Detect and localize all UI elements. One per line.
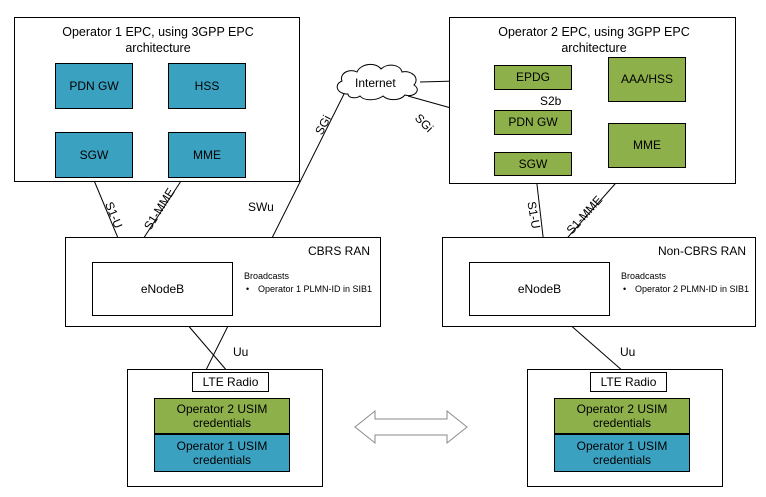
ue-right-lte-radio[interactable]: LTE Radio — [590, 372, 667, 392]
operator1-epc-title: Operator 1 EPC, using 3GPP EPC architect… — [62, 25, 254, 56]
cbrs-ran-title: CBRS RAN — [307, 244, 370, 258]
op1-pdn-gw[interactable]: PDN GW — [55, 63, 133, 109]
ue-right-usim-op2[interactable]: Operator 2 USIM credentials — [554, 398, 690, 434]
ue-right-usim-op1[interactable]: Operator 1 USIM credentials — [554, 434, 690, 472]
op1-mme[interactable]: MME — [168, 132, 246, 178]
op2-pdn-gw[interactable]: PDN GW — [494, 110, 572, 135]
internet-cloud-icon — [336, 64, 418, 101]
s2b-label: S2b — [540, 94, 562, 108]
cbrs-plmn-text: Operator 1 PLMN-ID in SIB1 — [258, 284, 373, 294]
uu-left-label: Uu — [233, 345, 249, 359]
op1-sgw[interactable]: SGW — [55, 132, 133, 178]
non-cbrs-ran-title: Non-CBRS RAN — [657, 244, 746, 258]
ue-left-usim-op2[interactable]: Operator 2 USIM credentials — [154, 398, 290, 434]
cbrs-broadcasts-label: Broadcasts — [244, 271, 290, 281]
op2-sgw[interactable]: SGW — [494, 152, 572, 176]
ue-left-lte-radio[interactable]: LTE Radio — [192, 372, 269, 392]
op1-hss[interactable]: HSS — [168, 63, 246, 109]
swu-label: SWu — [248, 200, 274, 214]
ue-left-usim-op1[interactable]: Operator 1 USIM credentials — [154, 434, 290, 472]
non-cbrs-enodeb[interactable]: eNodeB — [469, 262, 610, 316]
internet-label: Internet — [355, 76, 396, 90]
non-cbrs-plmn-text: Operator 2 PLMN-ID in SIB1 — [635, 284, 750, 294]
uu-right-label: Uu — [620, 345, 636, 359]
cbrs-bullet-icon: • — [246, 284, 250, 294]
cbrs-enodeb[interactable]: eNodeB — [92, 262, 233, 316]
op2-aaa-hss[interactable]: AAA/HSS — [608, 57, 686, 102]
op2-mme[interactable]: MME — [608, 123, 686, 168]
non-cbrs-bullet-icon: • — [623, 284, 627, 294]
roaming-double-arrow — [354, 409, 468, 445]
non-cbrs-broadcasts-label: Broadcasts — [621, 271, 667, 281]
op2-epdg[interactable]: EPDG — [494, 65, 572, 90]
operator2-epc-title: Operator 2 EPC, using 3GPP EPC architect… — [498, 25, 690, 56]
